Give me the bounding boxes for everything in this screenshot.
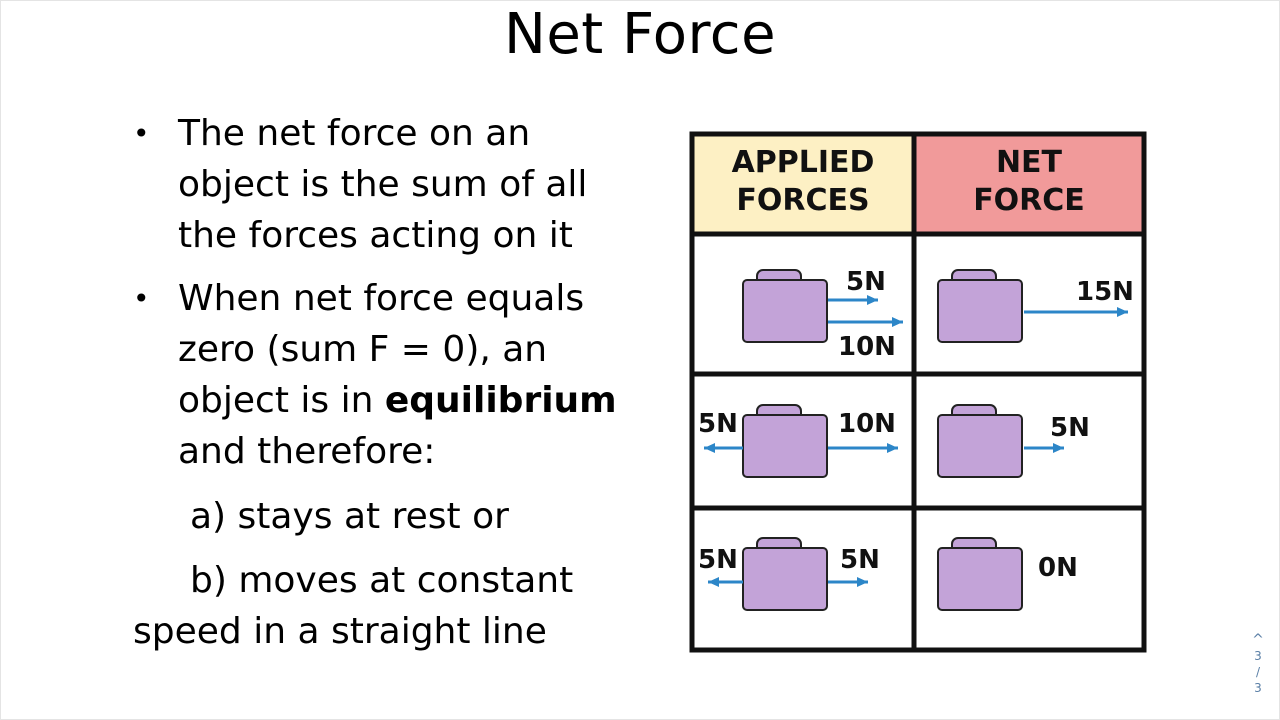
header-net-label: NET — [996, 145, 1063, 180]
bullet-line: object is in equilibrium — [178, 375, 653, 426]
applied-force-label: 5N — [698, 545, 738, 575]
applied-arrow-head — [867, 295, 878, 305]
applied-force-label: 10N — [838, 409, 896, 439]
applied-arrow-head — [892, 317, 903, 327]
slide-title: Net Force — [503, 2, 777, 67]
bullet-line: and therefore: — [178, 431, 436, 472]
applied-arrow-head — [708, 577, 719, 587]
applied-arrow-head — [887, 443, 898, 453]
bullet-line: When net force equals — [178, 278, 585, 319]
equilibrium-term: equilibrium — [384, 380, 617, 421]
bullet-list: • The net force on an object is the sum … — [133, 108, 653, 489]
applied-force-label: 10N — [838, 332, 896, 362]
chevron-up-icon[interactable]: ^ — [1252, 632, 1264, 648]
bullet-line: object is the sum of all — [178, 164, 588, 205]
applied-box — [742, 269, 828, 343]
applied-arrow-head — [704, 443, 715, 453]
option-b: b) moves at constant — [190, 560, 574, 601]
bullet-item: • When net force equals zero (sum F = 0)… — [133, 273, 653, 477]
net-force-label: 15N — [1076, 277, 1134, 307]
applied-arrow-head — [857, 577, 868, 587]
applied-force-label: 5N — [840, 545, 880, 575]
option-b-continued: speed in a straight line — [133, 611, 547, 652]
page-separator: / — [1255, 665, 1261, 679]
header-applied-label: APPLIED — [732, 145, 875, 180]
net-box — [937, 404, 1023, 478]
header-net-bg — [914, 134, 1144, 234]
bullet-text: object is in — [178, 380, 385, 421]
header-net-label: FORCE — [973, 183, 1085, 218]
table-border — [689, 131, 1147, 653]
applied-box — [742, 537, 828, 611]
bullet-item: • The net force on an object is the sum … — [133, 108, 653, 261]
page-navigator: ^ 3 / 3 — [1247, 632, 1269, 696]
applied-force-label: 5N — [846, 267, 886, 297]
net-force-label: 5N — [1050, 413, 1090, 443]
net-force-label: 0N — [1038, 553, 1078, 583]
bullet-dot: • — [133, 282, 150, 315]
page-total: 3 — [1254, 681, 1262, 695]
header-applied-label: FORCES — [736, 183, 869, 218]
option-a: a) stays at rest or — [190, 496, 509, 537]
applied-force-label: 5N — [698, 409, 738, 439]
net-box — [937, 537, 1023, 611]
net-box — [937, 269, 1023, 343]
page-number: 3 — [1254, 649, 1262, 663]
bullet-line: zero (sum F = 0), an — [178, 329, 548, 370]
bullet-dot: • — [133, 117, 150, 150]
header-applied-bg — [692, 134, 914, 234]
net-arrow-head — [1053, 443, 1064, 453]
bullet-line: the forces acting on it — [178, 215, 573, 256]
bullet-line: The net force on an — [178, 113, 531, 154]
net-arrow-head — [1117, 307, 1128, 317]
applied-box — [742, 404, 828, 478]
